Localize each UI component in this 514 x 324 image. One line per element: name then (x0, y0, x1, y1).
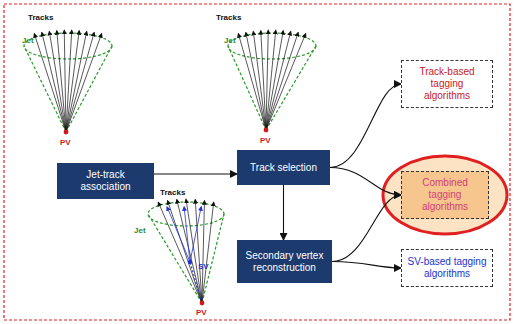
highlight-ring (383, 156, 507, 234)
flow-arrow (330, 84, 401, 168)
process-box: Jet-track association (57, 163, 154, 199)
jet-cone (148, 199, 224, 305)
flow-arrow (330, 168, 401, 196)
highlight-ellipse (383, 156, 507, 234)
node-text: SV-based tagging algorithms (407, 256, 487, 280)
flow-arrow (154, 173, 237, 174)
vertex-label: PV (60, 138, 71, 147)
jet-label: Jet (134, 226, 146, 235)
vertex-label: SV (198, 262, 209, 271)
jet-cone (228, 30, 316, 132)
output-box: SV-based tagging algorithms (401, 249, 493, 287)
node-text: Jet-track association (62, 169, 149, 193)
frame-border (4, 4, 510, 320)
process-box: Track selection (237, 150, 330, 185)
node-text: Secondary vertex reconstruction (242, 250, 327, 274)
output-box: Track-based tagging algorithms (401, 60, 493, 108)
node-text: Track selection (250, 162, 317, 174)
flow-arrow (332, 262, 401, 269)
node-text: Combined tagging algorithms (407, 177, 483, 213)
vertex-label: PV (260, 136, 271, 145)
jet-cone (24, 30, 112, 134)
vertex-label: PV (196, 308, 207, 317)
node-text: Track-based tagging algorithms (407, 66, 487, 102)
process-box: Secondary vertex reconstruction (237, 240, 332, 283)
flow-arrow (283, 185, 284, 240)
output-box: Combined tagging algorithms (401, 171, 489, 219)
jet-label: Jet (22, 36, 34, 45)
jet-label: Jet (224, 36, 236, 45)
track-label: Tracks (28, 13, 53, 22)
flow-arrow (332, 195, 401, 262)
track-label: Tracks (216, 13, 241, 22)
track-label: Tracks (160, 188, 185, 197)
